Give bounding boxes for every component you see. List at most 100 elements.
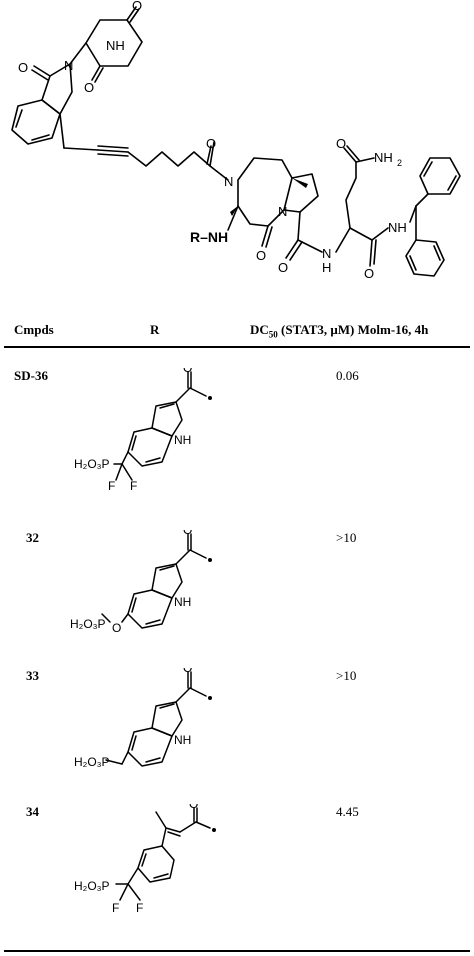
r-group-structure: O NH H₂O₃P F F (70, 361, 270, 493)
dc50-value: >10 (336, 668, 357, 683)
bond (409, 205, 417, 223)
alkyl-chain (127, 151, 211, 167)
attachment-point (208, 696, 212, 700)
bond (265, 226, 273, 248)
bond (447, 175, 457, 191)
alkyne-bond (97, 153, 129, 157)
chemical-scheme: NH O O O N O N N O R–NH O O NH 2 N H NH … (0, 0, 474, 310)
n-label: N (278, 204, 287, 219)
r-group-structure: O NH H₂O₃P (70, 661, 270, 793)
bond (297, 211, 301, 241)
gln-side-chain (345, 161, 357, 229)
bond (63, 147, 99, 151)
nh2-subscript: 2 (397, 158, 402, 168)
n-label: N (64, 58, 73, 73)
bond (129, 8, 140, 23)
bond (94, 67, 104, 83)
bond (289, 241, 303, 261)
svg-text:F: F (136, 901, 143, 915)
bond (33, 65, 51, 77)
bond (373, 239, 377, 265)
benzene-ring (11, 99, 61, 145)
svg-text:F: F (112, 901, 119, 915)
bond (335, 227, 351, 253)
o-label: O (132, 0, 142, 13)
svg-text:O: O (189, 804, 198, 811)
n-label: N (224, 174, 233, 189)
compound-id: 32 (26, 530, 39, 545)
o-label: O (364, 266, 374, 281)
svg-text:NH: NH (174, 733, 191, 747)
wedge-bond (230, 206, 238, 216)
bond (69, 42, 87, 65)
r-nh-label: R–NH (190, 229, 228, 245)
bond (209, 141, 215, 167)
bond (15, 109, 23, 128)
wedge-bond (292, 178, 308, 188)
bond (285, 239, 299, 259)
o-label: O (336, 136, 346, 151)
bond (371, 227, 389, 241)
scheme-svg: NH O O O N O N N O R–NH O O NH 2 N H NH … (11, 0, 461, 281)
bond (423, 161, 433, 177)
attachment-point (208, 396, 212, 400)
dc50-value: >10 (336, 530, 357, 545)
bond (227, 205, 239, 231)
svg-text:H₂O₃P: H₂O₃P (74, 879, 110, 893)
svg-text:H₂O₃P: H₂O₃P (74, 457, 110, 471)
nh-imide-label: NH (106, 38, 125, 53)
bond (31, 69, 49, 81)
phenyl-ring-2 (405, 239, 445, 277)
alkyne-bond (97, 149, 129, 153)
r-group-structure: O NH H₂O₃P O (70, 523, 270, 655)
bond (369, 239, 373, 267)
r-group-structure: O H₂O₃P F F (70, 797, 270, 929)
nh-label: NH (388, 220, 407, 235)
compound-id: SD-36 (14, 368, 48, 383)
bond (261, 225, 269, 247)
bond (126, 6, 137, 21)
header-compound: Cmpds (14, 322, 54, 337)
svg-text:F: F (130, 479, 137, 493)
dc50-value: 4.45 (336, 804, 359, 819)
o-label: O (278, 260, 288, 275)
n-label: N (322, 246, 331, 261)
svg-text:NH: NH (174, 433, 191, 447)
bond (415, 193, 429, 207)
bond (355, 157, 375, 163)
bond (409, 255, 417, 271)
bond (31, 134, 50, 141)
header-rule (4, 346, 470, 348)
nh2-label: NH (374, 150, 393, 165)
o-label: O (206, 136, 216, 151)
bond (433, 245, 441, 261)
bond (206, 145, 212, 165)
header-r-group: R (150, 322, 160, 337)
svg-text:H₂O₃P: H₂O₃P (70, 617, 106, 631)
o-label: O (84, 80, 94, 95)
bond (59, 113, 65, 149)
compound-id: 33 (26, 668, 39, 683)
header-dc50: DC50 (STAT3, μM) Molm-16, 4h (250, 322, 429, 340)
attachment-point (212, 828, 216, 832)
bond (91, 65, 101, 81)
table-bottom-rule (4, 950, 470, 952)
bond (343, 147, 357, 163)
o-label: O (18, 60, 28, 75)
svg-text:O: O (183, 668, 192, 675)
svg-text:H₂O₃P: H₂O₃P (74, 755, 110, 769)
attachment-point (208, 558, 212, 562)
alkyne-bond (97, 145, 129, 149)
svg-text:O: O (112, 621, 121, 635)
svg-text:NH: NH (174, 595, 191, 609)
svg-text:O: O (183, 530, 192, 537)
compound-id: 34 (26, 804, 39, 819)
phenyl-ring-1 (419, 157, 461, 195)
o-label: O (256, 248, 266, 263)
svg-text:O: O (183, 368, 192, 375)
proline-ring (283, 173, 319, 213)
bond (209, 165, 229, 181)
dc50-value: 0.06 (336, 368, 359, 383)
bond (349, 227, 373, 241)
svg-text:F: F (108, 479, 115, 493)
